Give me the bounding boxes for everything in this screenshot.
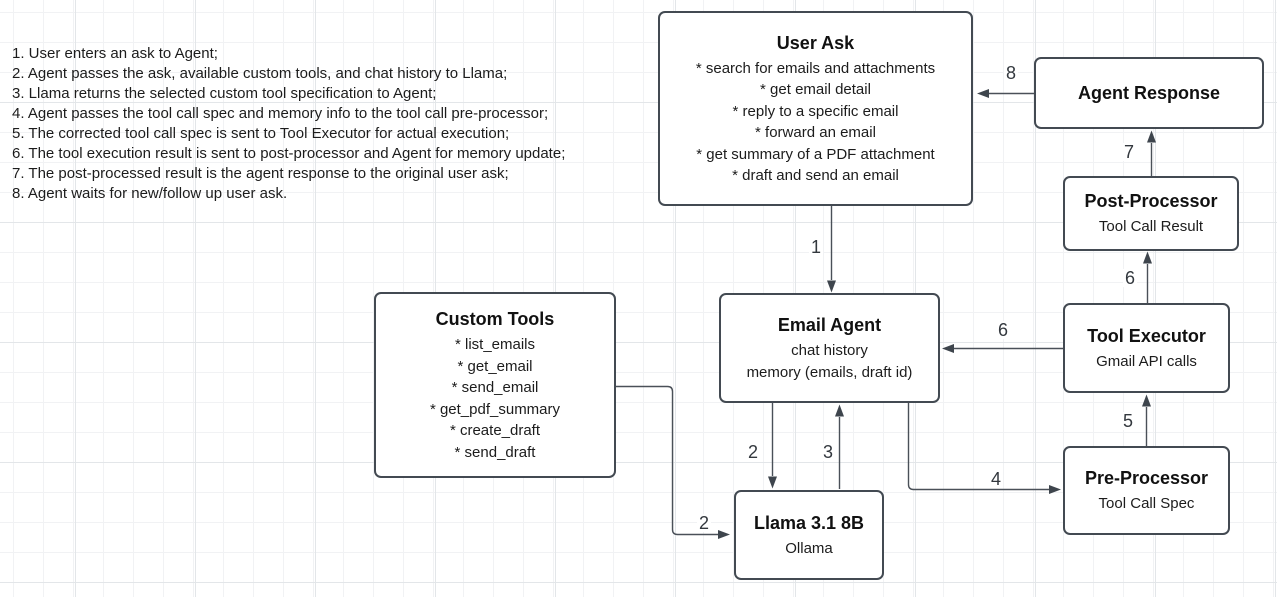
node-custom-tools-title: Custom Tools: [435, 309, 555, 329]
edge-label-step1: 1: [808, 237, 824, 257]
legend-step-3: 3. Llama returns the selected custom too…: [12, 85, 437, 102]
edge-label-step2-agent-llama: 2: [745, 442, 761, 462]
arrowhead-step6-executor-agent: [942, 344, 954, 353]
node-pre-processor-title: Pre-Processor: [1084, 468, 1209, 489]
legend-step-5: 5. The corrected tool call spec is sent …: [12, 125, 510, 142]
edge-label-step3: 3: [820, 442, 836, 462]
arrowhead-step8: [977, 89, 989, 98]
legend-step-4: 4. Agent passes the tool call spec and m…: [12, 105, 549, 122]
edge-label-step8: 8: [1003, 63, 1019, 83]
node-tool-executor: Tool Executor Gmail API calls: [1063, 303, 1230, 393]
arrowhead-step5: [1142, 394, 1151, 407]
node-email-agent-line: memory (emails, draft id): [746, 363, 913, 381]
node-user-ask-line: * get email detail: [760, 81, 871, 98]
node-llama-line: Ollama: [785, 539, 833, 557]
node-llama: Llama 3.1 8B Ollama: [734, 490, 884, 580]
node-user-ask-line: * draft and send an email: [732, 167, 899, 184]
arrowhead-step3: [835, 404, 844, 417]
node-post-processor-title: Post-Processor: [1084, 191, 1218, 212]
node-user-ask-title: User Ask: [776, 32, 855, 53]
arrowhead-step4: [1049, 485, 1061, 494]
arrowhead-step2-agent-llama: [768, 476, 777, 489]
node-tool-executor-line: Gmail API calls: [1096, 352, 1197, 370]
connector-step4: [907, 403, 1049, 491]
node-pre-processor: Pre-Processor Tool Call Spec: [1063, 446, 1230, 535]
node-agent-response-title: Agent Response: [1077, 83, 1221, 103]
node-custom-tools: Custom Tools * list_emails * get_email *…: [374, 292, 616, 478]
legend-step-1: 1. User enters an ask to Agent;: [12, 45, 218, 62]
node-agent-response: Agent Response: [1034, 57, 1264, 129]
legend-step-2: 2. Agent passes the ask, available custo…: [12, 65, 508, 82]
arrowhead-step2-tools-llama: [718, 530, 730, 539]
node-custom-tools-line: * list_emails: [454, 336, 536, 353]
node-custom-tools-line: * send_email: [451, 379, 539, 396]
node-email-agent-line: chat history: [791, 342, 868, 359]
node-email-agent: Email Agent chat history memory (emails,…: [719, 293, 940, 403]
node-post-processor-line: Tool Call Result: [1098, 218, 1204, 236]
edge-label-step7: 7: [1121, 142, 1137, 162]
node-custom-tools-line: * create_draft: [449, 422, 541, 439]
node-custom-tools-line: * send_draft: [454, 443, 536, 461]
node-pre-processor-line: Tool Call Spec: [1098, 495, 1195, 513]
steps-legend: 1. User enters an ask to Agent; 2. Agent…: [12, 44, 652, 204]
node-user-ask-line: * get summary of a PDF attachment: [696, 145, 935, 163]
arrowhead-step1: [827, 280, 836, 293]
arrowhead-step6-executor-post: [1143, 251, 1152, 264]
node-user-ask-line: * search for emails and attachments: [695, 59, 936, 77]
node-tool-executor-title: Tool Executor: [1087, 325, 1206, 346]
legend-step-6: 6. The tool execution result is sent to …: [12, 145, 566, 162]
edge-label-step2-tools-llama: 2: [696, 513, 712, 533]
node-user-ask: User Ask * search for emails and attachm…: [658, 11, 973, 206]
node-email-agent-title: Email Agent: [777, 315, 882, 335]
node-custom-tools-line: * get_pdf_summary: [429, 400, 561, 418]
node-custom-tools-line: * get_email: [457, 357, 533, 375]
edge-label-step6-executor-agent: 6: [995, 320, 1011, 340]
arrowhead-step7: [1147, 130, 1156, 143]
node-user-ask-line: * reply to a specific email: [732, 102, 899, 120]
node-user-ask-line: * forward an email: [755, 124, 876, 141]
node-llama-title: Llama 3.1 8B: [753, 512, 865, 533]
legend-step-7: 7. The post-processed result is the agen…: [12, 165, 509, 182]
edge-label-step6-executor-post: 6: [1122, 268, 1138, 288]
edge-label-step5: 5: [1120, 411, 1136, 431]
edge-label-step4: 4: [988, 469, 1004, 489]
legend-step-8: 8. Agent waits for new/follow up user as…: [12, 185, 288, 202]
node-post-processor: Post-Processor Tool Call Result: [1063, 176, 1239, 251]
